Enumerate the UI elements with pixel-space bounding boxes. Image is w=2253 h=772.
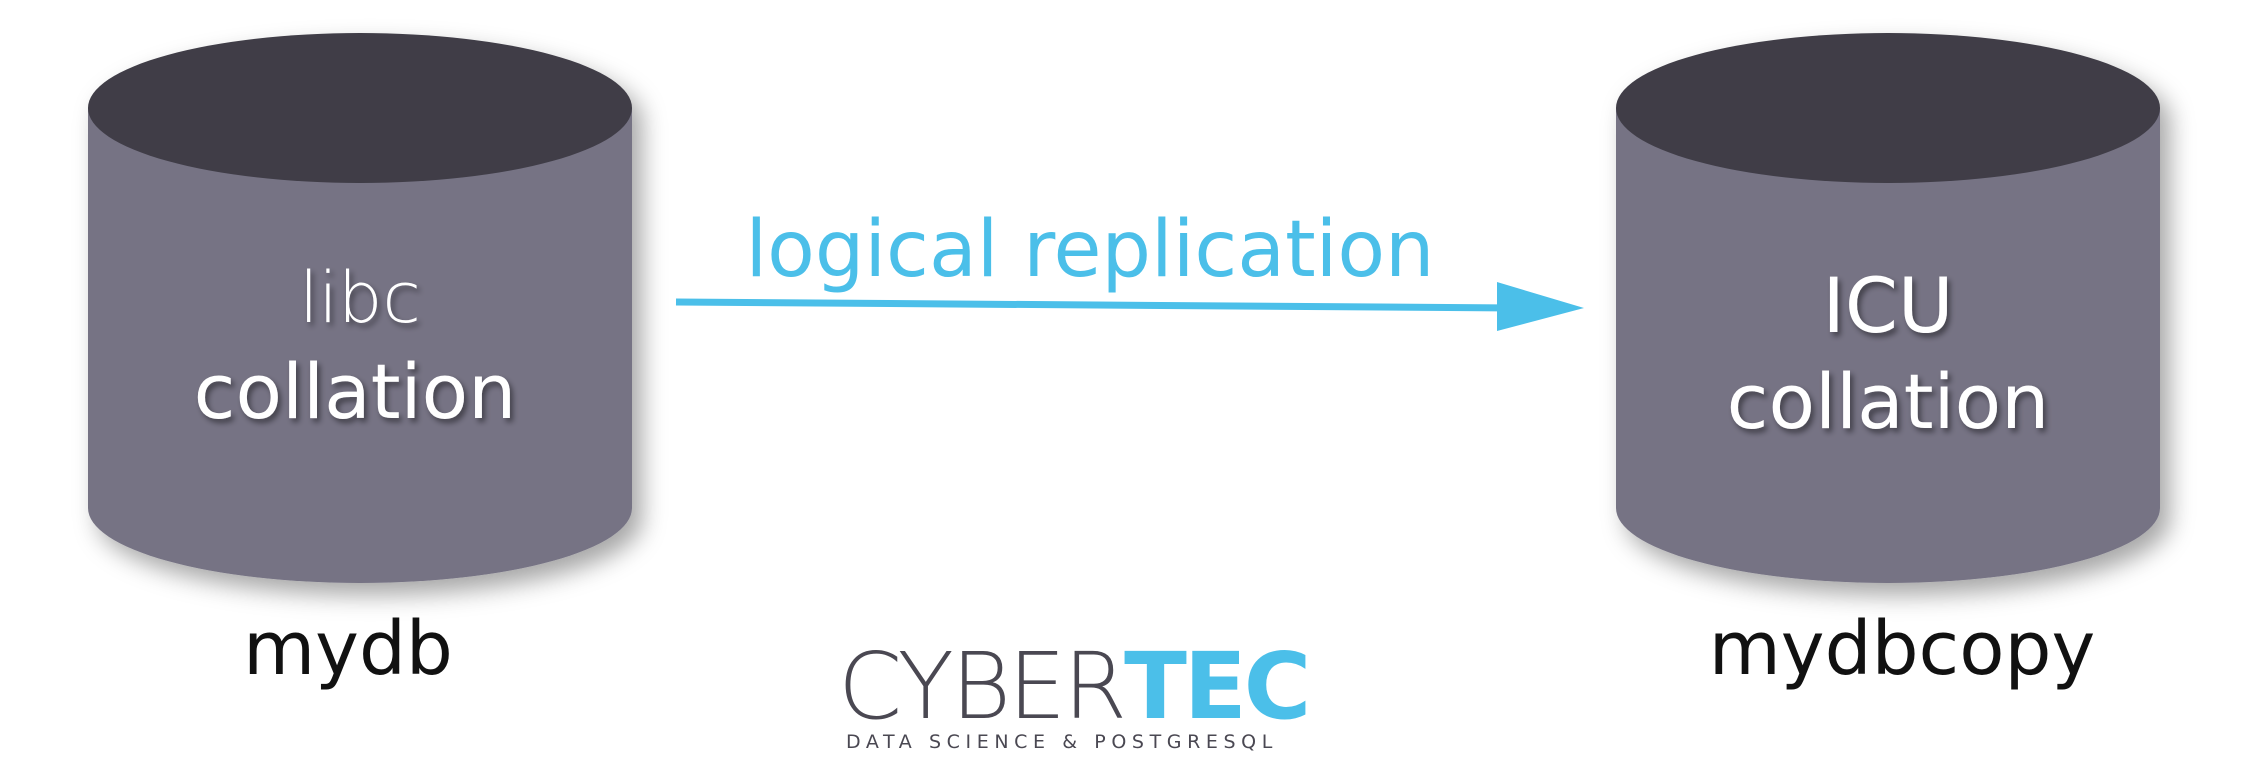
arrow-label: logical replication <box>745 205 1434 295</box>
logo-cyber: CYBER <box>838 633 1124 740</box>
source-database <box>88 33 632 583</box>
target-db-collation-label: collation <box>1727 357 2050 446</box>
arrow-head <box>1497 282 1584 331</box>
target-db-collation-type: ICU <box>1822 261 1953 350</box>
logo-tec: TEC <box>1124 633 1308 740</box>
source-db-collation-label: collation <box>194 347 517 436</box>
target-db-body <box>1616 108 2160 583</box>
target-db-name: mydbcopy <box>1709 606 2096 692</box>
source-db-name: mydb <box>243 606 453 692</box>
target-db-top <box>1616 33 2160 183</box>
cybertec-logo: CYBERTEC DATA SCIENCE & POSTGRESQL <box>838 633 1311 753</box>
source-db-body <box>88 108 632 583</box>
arrow-shaft <box>675 298 1516 312</box>
source-db-collation-type: libc <box>299 257 421 339</box>
logo-wordmark: CYBERTEC <box>838 633 1308 740</box>
logo-tagline: DATA SCIENCE & POSTGRESQL <box>846 731 1278 753</box>
replication-arrow <box>675 282 1584 331</box>
target-database <box>1616 33 2160 583</box>
source-db-top <box>88 33 632 183</box>
